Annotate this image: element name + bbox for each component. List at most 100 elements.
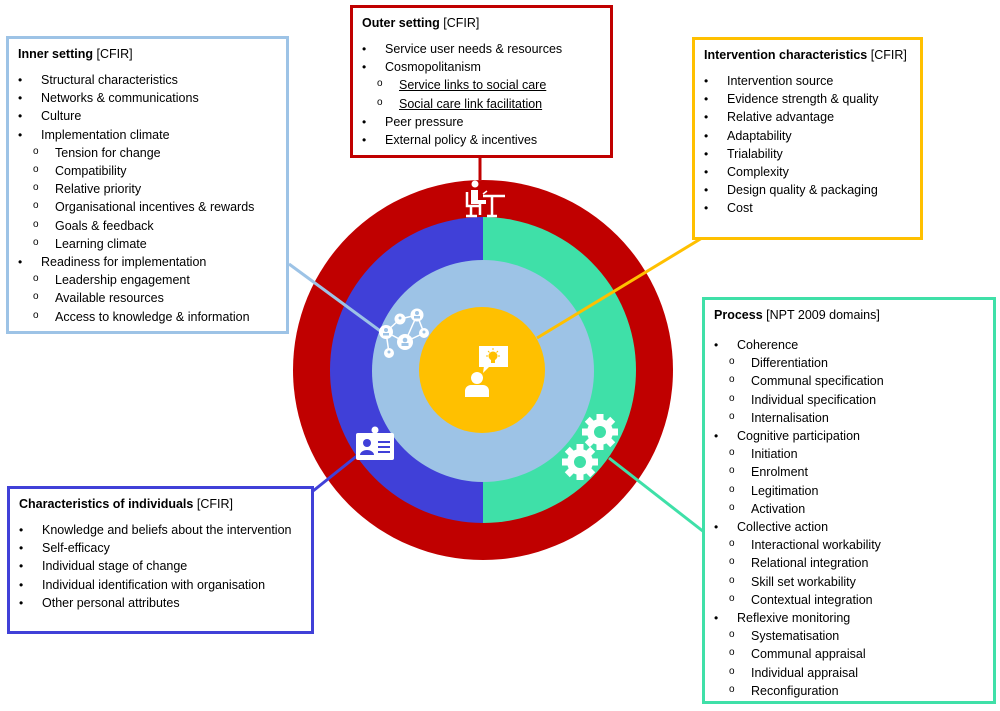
list-item-text: Evidence strength & quality <box>727 92 879 107</box>
sub-list-item: Tension for change <box>9 143 286 162</box>
list-item: Other personal attributes <box>10 594 311 612</box>
individuals-connector <box>312 453 359 493</box>
list-item-text: Interactional workability <box>751 538 881 553</box>
sub-list-item: Communal specification <box>705 371 993 390</box>
sub-list-item: Initiation <box>705 444 993 463</box>
sub-list-item: Access to knowledge & information <box>9 307 286 326</box>
process-box: Process [NPT 2009 domains] CoherenceDiff… <box>702 297 996 704</box>
list-item-text: Structural characteristics <box>41 73 178 87</box>
list-item: Collective action <box>705 518 993 536</box>
list-item-text: Cognitive participation <box>737 429 860 444</box>
sub-list-item: Learning climate <box>9 234 286 253</box>
sub-list-item: Relative priority <box>9 179 286 198</box>
list-item-text: External policy & incentives <box>385 133 538 148</box>
list-item-text: Adaptability <box>727 128 792 143</box>
list-item-text: Activation <box>751 501 806 516</box>
person-at-desk-icon <box>465 180 505 218</box>
box-title: Inner setting [CFIR] <box>18 47 286 61</box>
sub-list-item: Legitimation <box>705 481 993 500</box>
list-item-text: Trialability <box>727 146 783 161</box>
person-idea-icon <box>465 346 508 397</box>
list-item-text: Knowledge and beliefs about the interven… <box>42 523 292 537</box>
list-item-text: Relational integration <box>751 556 869 571</box>
list-item-text: Contextual integration <box>751 592 873 607</box>
list-item: Complexity <box>695 163 920 181</box>
list-item: Self-efficacy <box>10 539 311 557</box>
box-title-tag: [CFIR] <box>96 47 133 61</box>
sub-list-item: Reconfiguration <box>705 681 993 700</box>
list-item-text: Cost <box>727 201 753 216</box>
list-item: Cosmopolitanism <box>353 58 610 76</box>
intervention-characteristics-box: Intervention characteristics [CFIR] Inte… <box>692 37 923 240</box>
box-title: Characteristics of individuals [CFIR] <box>19 497 311 511</box>
item-list: CoherenceDifferentiationCommunal specifi… <box>705 336 993 700</box>
item-list: Service user needs & resourcesCosmopolit… <box>353 40 610 149</box>
box-title: Intervention characteristics [CFIR] <box>704 48 920 62</box>
list-item-text: Goals & feedback <box>55 218 154 233</box>
box-title-text: Characteristics of individuals <box>19 497 194 511</box>
list-item-text: Enrolment <box>751 465 808 480</box>
sub-list-item: Interactional workability <box>705 535 993 554</box>
list-item: Culture <box>9 107 286 125</box>
list-item-text: Relative priority <box>55 182 142 197</box>
list-item-text: Relative advantage <box>727 110 835 125</box>
list-item: Evidence strength & quality <box>695 90 920 108</box>
item-list: Knowledge and beliefs about the interven… <box>10 521 311 612</box>
list-item-text: Self-efficacy <box>42 541 110 556</box>
list-item-text: Peer pressure <box>385 114 464 129</box>
list-item-text: Organisational incentives & rewards <box>55 200 255 215</box>
list-item: Relative advantage <box>695 108 920 126</box>
list-item: Cost <box>695 199 920 217</box>
item-list: Intervention sourceEvidence strength & q… <box>695 72 920 218</box>
list-item-text: Available resources <box>55 291 164 306</box>
list-item-text: Legitimation <box>751 483 819 498</box>
list-item-text: Systematisation <box>751 629 840 644</box>
sub-list-item: Internalisation <box>705 408 993 427</box>
box-title-tag: [CFIR] <box>443 16 480 30</box>
list-item-text: Reconfiguration <box>751 683 839 698</box>
list-item-text: Intervention source <box>727 74 834 88</box>
sub-list-item: Communal appraisal <box>705 644 993 663</box>
list-item-text: Reflexive monitoring <box>737 611 851 626</box>
list-item-text: Social care link facilitation <box>399 96 543 111</box>
list-item: Implementation climate <box>9 126 286 144</box>
list-item: Peer pressure <box>353 113 610 131</box>
list-item-text: Initiation <box>751 447 798 462</box>
list-item-text: Culture <box>41 109 82 124</box>
list-item: Cognitive participation <box>705 427 993 445</box>
list-item: Individual identification with organisat… <box>10 576 311 594</box>
intervention-connector <box>536 236 703 340</box>
sub-list-item: Differentiation <box>705 353 993 372</box>
list-item: Knowledge and beliefs about the interven… <box>10 521 311 539</box>
list-item: Reflexive monitoring <box>705 609 993 627</box>
sub-list-item: Activation <box>705 499 993 518</box>
list-item-text: Cosmopolitanism <box>385 60 481 75</box>
box-title-text: Process <box>714 308 763 322</box>
list-item-text: Tension for change <box>55 145 161 160</box>
list-item: Trialability <box>695 145 920 163</box>
list-item-text: Compatibility <box>55 164 127 179</box>
sub-list-item: Systematisation <box>705 626 993 645</box>
item-list: Structural characteristicsNetworks & com… <box>9 71 286 326</box>
list-item-text: Differentiation <box>751 356 828 371</box>
intervention-core <box>419 307 545 433</box>
list-item-text: Collective action <box>737 520 829 535</box>
list-item: Intervention source <box>695 72 920 90</box>
list-item-text: Other personal attributes <box>42 595 180 610</box>
outer-setting-box: Outer setting [CFIR] Service user needs … <box>350 5 613 158</box>
sub-list-item: Goals & feedback <box>9 216 286 235</box>
list-item-text: Communal specification <box>751 374 884 389</box>
box-title-tag: [CFIR] <box>196 497 233 511</box>
list-item-text: Service links to social care <box>399 78 547 93</box>
list-item-text: Access to knowledge & information <box>55 309 250 324</box>
sub-list-item: Individual appraisal <box>705 663 993 682</box>
inner-setting-box: Inner setting [CFIR] Structural characte… <box>6 36 289 334</box>
list-item-text: Networks & communications <box>41 91 199 106</box>
list-item: Service user needs & resources <box>353 40 610 58</box>
gears-icon <box>562 414 618 480</box>
list-item-text: Implementation climate <box>41 127 170 142</box>
list-item-text: Service user needs & resources <box>385 42 563 56</box>
box-title-tag: [NPT 2009 domains] <box>766 308 880 322</box>
box-title: Process [NPT 2009 domains] <box>714 308 993 322</box>
